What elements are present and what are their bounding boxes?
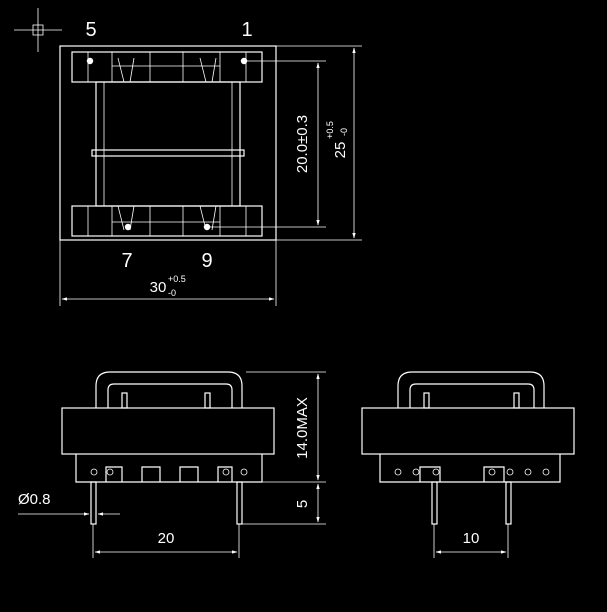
side-core-body [361, 407, 575, 455]
dim-width-tol-bottom: -0 [168, 288, 176, 298]
front-core-clip [95, 371, 243, 408]
front-pin-left [90, 481, 97, 525]
front-core-body [61, 407, 275, 455]
front-base [75, 454, 263, 483]
bobbin-body [95, 81, 241, 207]
dim-pin-length: 5 [294, 500, 311, 508]
pin-5-dot [86, 57, 94, 65]
pin-label-9: 9 [201, 250, 212, 272]
dim-outer-height: 25 [332, 142, 349, 159]
front-pin-right [236, 481, 243, 525]
top-view: 5 1 7 9 20.0±0.3 25 +0.5 -0 30 +0.5 -0 [59, 19, 362, 306]
side-pin-right [505, 481, 512, 525]
top-flange [71, 51, 263, 83]
dim-outer-height-tol-top: +0.5 [325, 121, 335, 139]
dim-inner-height: 20.0±0.3 [294, 115, 311, 173]
bobbin-divider [91, 149, 245, 157]
side-view: 10 [361, 371, 575, 558]
side-base [379, 454, 561, 483]
pin-label-1: 1 [241, 19, 252, 41]
pin-label-5: 5 [85, 19, 96, 41]
side-core-clip [397, 371, 545, 408]
side-pin-left [431, 481, 438, 525]
dim-max-height: 14.0MAX [294, 397, 311, 459]
dim-pin-diameter: Ø0.8 [18, 491, 51, 508]
bottom-flange [71, 205, 263, 237]
dim-pin-spacing-side: 10 [463, 530, 480, 547]
dim-pin-spacing-front: 20 [158, 530, 175, 547]
dim-width-tol-top: +0.5 [168, 274, 186, 284]
top-view-outline [59, 45, 277, 241]
dim-outer-height-tol-bottom: -0 [339, 128, 349, 136]
pin-7-dot [124, 223, 132, 231]
pin-label-7: 7 [121, 250, 132, 272]
dim-width: 30 [150, 279, 167, 296]
front-view: 14.0MAX 5 Ø0.8 20 [18, 371, 326, 558]
origin-crosshair-icon [14, 8, 62, 52]
